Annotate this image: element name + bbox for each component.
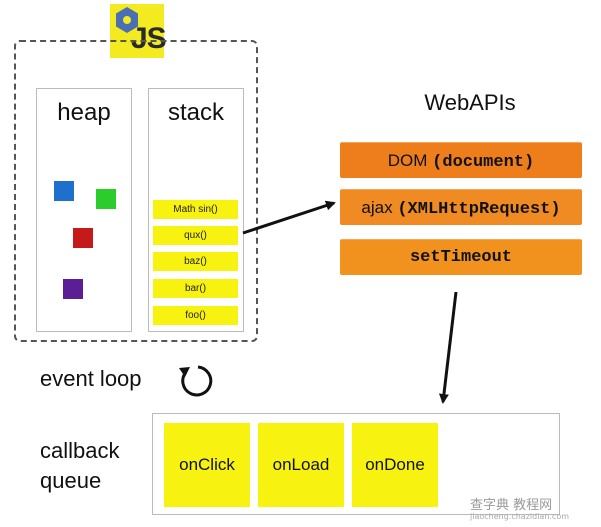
js-logo: JS bbox=[110, 4, 167, 58]
heap-panel: heap bbox=[36, 88, 132, 332]
nodejs-hexagon-icon bbox=[116, 7, 138, 33]
stack-frame: baz() bbox=[153, 252, 238, 271]
heap-title: heap bbox=[57, 99, 111, 126]
stack-frame: Math sin() bbox=[153, 200, 238, 219]
webapi-settimeout: setTimeout bbox=[340, 239, 582, 275]
webapis-title: WebAPIs bbox=[424, 90, 516, 115]
webapi-dom-label: DOM bbox=[387, 151, 433, 170]
callback-queue-label-line1: callback bbox=[40, 438, 120, 463]
event-loop-label: event loop bbox=[40, 366, 142, 391]
js-logo-text: JS bbox=[131, 22, 167, 55]
js-engine-box bbox=[14, 40, 258, 342]
heap-object bbox=[73, 228, 93, 248]
watermark-url: jiaocheng.chazidian.com bbox=[470, 512, 570, 521]
stack-frame: qux() bbox=[153, 226, 238, 245]
webapi-ajax-code: (XMLHttpRequest) bbox=[397, 200, 561, 219]
callback-queue-label: callback queue bbox=[40, 436, 119, 496]
webapis-to-queue-arrow bbox=[438, 291, 458, 404]
heap-object bbox=[63, 279, 83, 299]
webapi-dom-code: (document) bbox=[432, 153, 535, 172]
callback-item: onClick bbox=[164, 423, 250, 507]
circular-arrow-icon bbox=[179, 365, 213, 397]
webapi-ajax-label: ajax bbox=[361, 198, 398, 217]
stack-frame: foo() bbox=[153, 306, 238, 325]
webapi-ajax: ajax (XMLHttpRequest) bbox=[340, 189, 582, 225]
webapi-settimeout-code: setTimeout bbox=[409, 248, 513, 267]
stack-title: stack bbox=[167, 99, 224, 126]
callback-item: onLoad bbox=[258, 423, 344, 507]
webapi-dom: DOM (document) bbox=[340, 142, 582, 178]
stack-frame: bar() bbox=[153, 279, 238, 298]
watermark: 查字典 教程网 bbox=[470, 498, 553, 513]
callback-queue-label-line2: queue bbox=[40, 468, 102, 493]
callback-item: onDone bbox=[352, 423, 438, 507]
heap-object bbox=[96, 189, 116, 209]
heap-object bbox=[54, 181, 74, 201]
